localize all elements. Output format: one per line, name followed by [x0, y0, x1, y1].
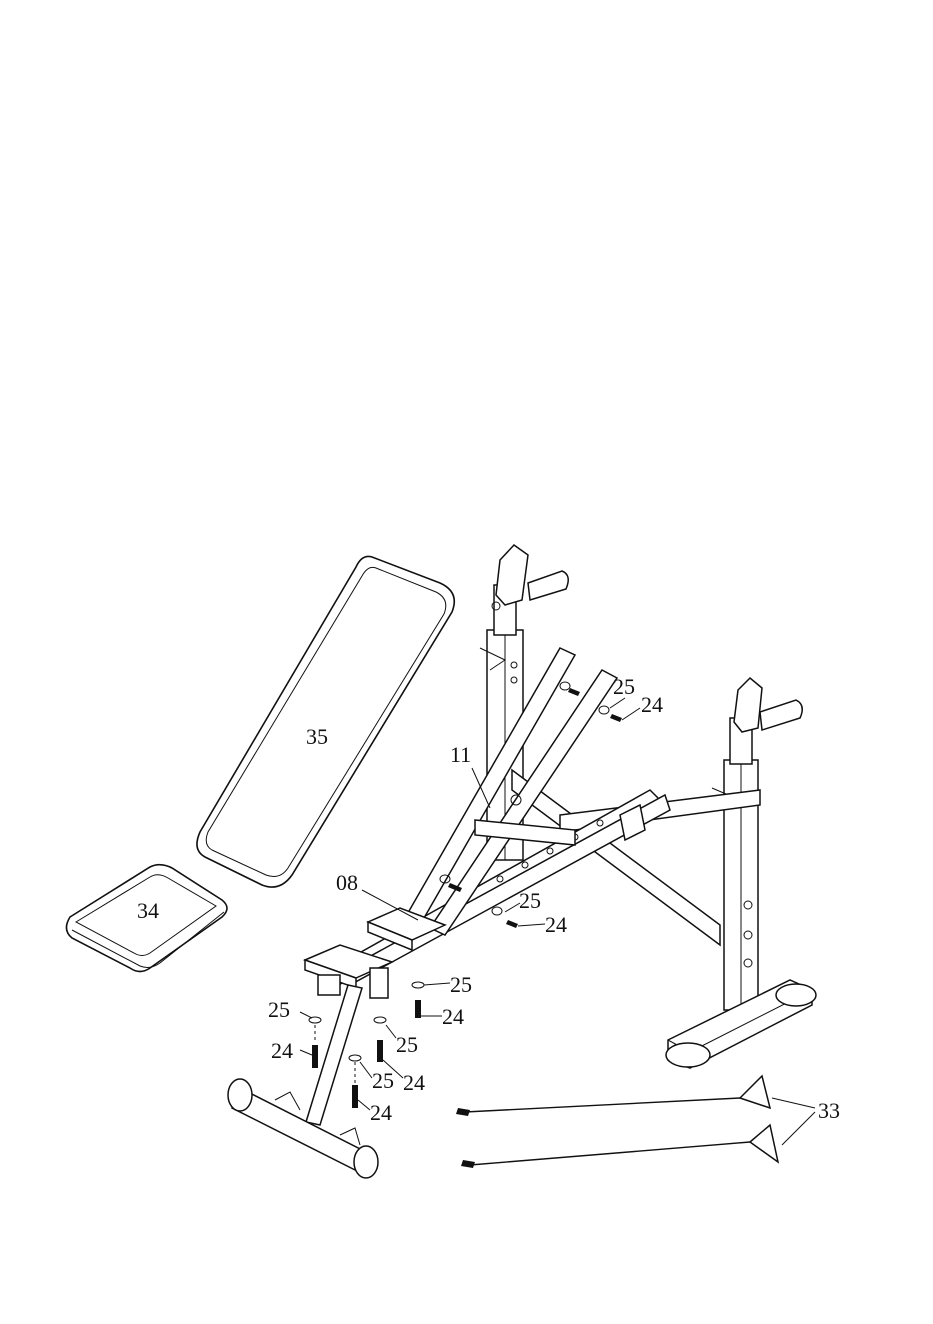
label-washer: 25	[519, 888, 541, 913]
label-washer: 25	[372, 1068, 394, 1093]
label-bands: 33	[818, 1098, 840, 1123]
label-bolt: 24	[641, 692, 663, 717]
label-washer: 25	[268, 997, 290, 1022]
label-bolt: 24	[403, 1070, 425, 1095]
label-bolt: 24	[271, 1038, 293, 1063]
label-bolt: 24	[545, 912, 567, 937]
label-washer: 25	[396, 1032, 418, 1057]
main-frame	[320, 770, 760, 990]
label-seat-support: 08	[336, 870, 358, 895]
label-seat: 34	[137, 898, 159, 923]
resistance-bands	[456, 1076, 778, 1168]
label-washer: 25	[450, 972, 472, 997]
backrest-pad	[197, 556, 454, 887]
label-backrest: 35	[306, 724, 328, 749]
label-incline-bar: 11	[450, 742, 471, 767]
right-upright	[712, 678, 802, 1010]
label-bolt: 24	[442, 1004, 464, 1029]
label-washer: 25	[613, 674, 635, 699]
label-bolt: 24	[370, 1100, 392, 1125]
